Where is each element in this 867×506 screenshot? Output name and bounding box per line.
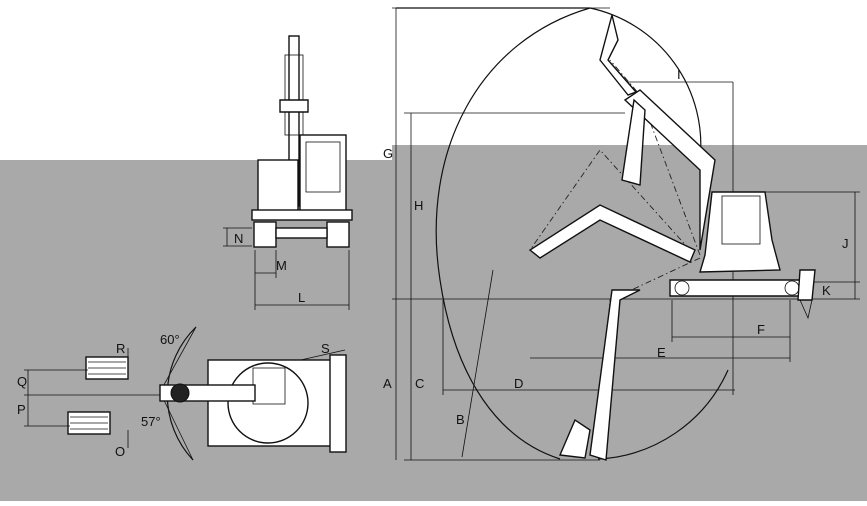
label-O: O	[115, 444, 125, 459]
angle-label-left: 60°	[160, 332, 180, 347]
label-D: D	[514, 376, 523, 391]
label-R: R	[116, 341, 125, 356]
label-B: B	[456, 412, 465, 427]
side-view	[392, 7, 860, 461]
label-H: H	[414, 198, 423, 213]
label-A: A	[383, 376, 392, 391]
dimension-label-group: A B C D E F G H I J K L M N O P Q R S 60…	[17, 67, 849, 459]
label-Q: Q	[17, 374, 27, 389]
label-J: J	[842, 236, 849, 251]
label-M: M	[276, 258, 287, 273]
label-P: P	[17, 402, 26, 417]
label-I: I	[677, 67, 681, 82]
label-S: S	[321, 341, 330, 356]
label-K: K	[822, 283, 831, 298]
angle-label-right: 57°	[141, 414, 161, 429]
label-E: E	[657, 345, 666, 360]
label-L: L	[298, 290, 305, 305]
label-N: N	[234, 231, 243, 246]
background-bottom-right	[392, 145, 867, 501]
label-F: F	[757, 322, 765, 337]
front-view	[223, 35, 353, 310]
label-C: C	[415, 376, 424, 391]
label-G: G	[383, 146, 393, 161]
top-view	[24, 326, 347, 461]
